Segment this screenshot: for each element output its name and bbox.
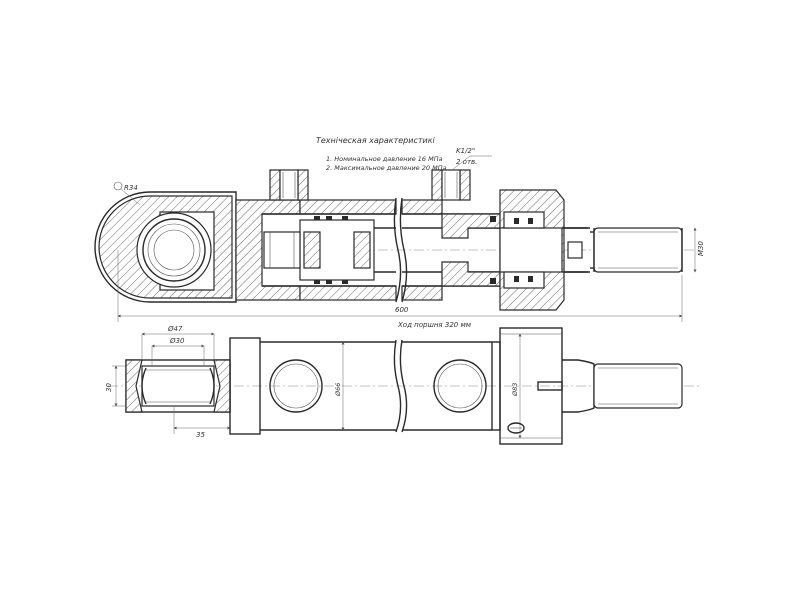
barrel-plan: Ø66 bbox=[229, 337, 501, 435]
plan-view: Ø47 Ø30 30 35 bbox=[105, 325, 700, 445]
gland-diameter-label: Ø83 bbox=[511, 383, 519, 397]
eye-width-label: 30 bbox=[105, 383, 113, 392]
stroke-label: Ход поршня 320 мм bbox=[397, 321, 472, 329]
section-view: R34 bbox=[94, 147, 705, 329]
bore-inner-label: Ø30 bbox=[169, 337, 185, 345]
bore-outer-label: Ø47 bbox=[167, 325, 183, 333]
rod-thread-label: M30 bbox=[697, 241, 705, 256]
rod-plan bbox=[562, 359, 683, 413]
spec-item-1: 1. Номинальное давление 16 МПа bbox=[326, 155, 443, 163]
technical-notes: Технічеcкая характеристикі 1. Номинально… bbox=[316, 136, 447, 172]
eye-offset-label: 35 bbox=[196, 431, 205, 439]
port-thread-callout: K1/2" bbox=[456, 147, 475, 155]
spec-item-2: 2. Максимальное давление 20 МПа bbox=[326, 164, 447, 172]
gland-plan: Ø83 bbox=[499, 327, 563, 445]
piston-rod: M30 bbox=[562, 227, 705, 273]
overall-length-label: 600 bbox=[395, 306, 409, 314]
spec-title: Технічеcкая характеристикі bbox=[316, 136, 436, 145]
port-count-callout: 2 отв. bbox=[456, 158, 477, 166]
port-left bbox=[269, 169, 309, 201]
eye-radius-callout: R34 bbox=[124, 184, 138, 192]
eye-plan: Ø47 Ø30 30 35 bbox=[105, 325, 231, 439]
length-dimensions: 600 Ход поршня 320 мм bbox=[117, 250, 683, 329]
gland-section bbox=[441, 189, 565, 311]
port-right: K1/2" 2 отв. bbox=[431, 147, 492, 201]
barrel-diameter-label: Ø66 bbox=[334, 383, 342, 397]
barrel-section bbox=[235, 197, 588, 303]
rod-eye: R34 bbox=[94, 181, 237, 303]
